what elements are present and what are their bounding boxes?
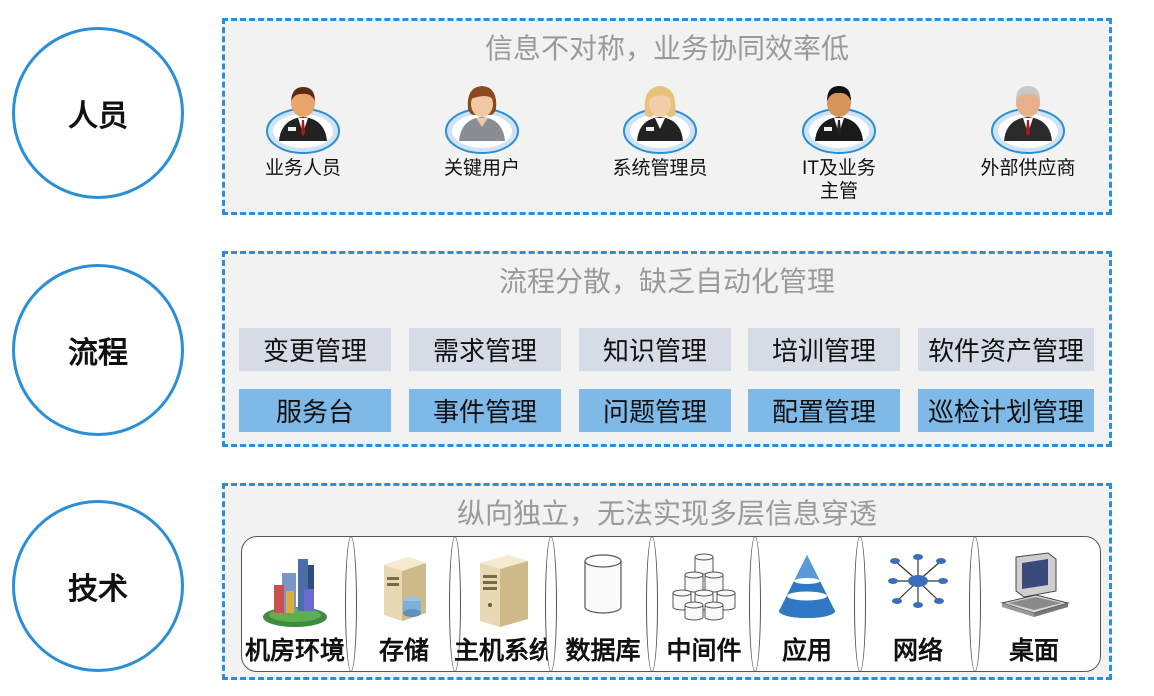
person-label: IT及业务主管 [802, 158, 876, 202]
person-key-user: 关键用户 [427, 75, 537, 180]
people-circle: 人员 [12, 27, 184, 199]
tech-label: 应用 [781, 637, 832, 665]
tech-label: 存储 [378, 637, 429, 665]
separator [345, 536, 357, 672]
tech-panel: 纵向独立，无法实现多层信息穿透 机房环境 [222, 483, 1112, 680]
manager-icon [802, 86, 876, 154]
people-panel-title: 信息不对称，业务协同效率低 [484, 33, 849, 64]
tech-item-database: 数据库 [557, 537, 649, 673]
tech-label: 桌面 [1008, 637, 1059, 665]
separator [646, 536, 658, 672]
process-panel-title: 流程分散，缺乏自动化管理 [498, 266, 835, 297]
tech-label: 主机系统 [453, 637, 554, 665]
tech-item-datacenter: 机房环境 [242, 537, 348, 673]
process-box-incident: 事件管理 [409, 389, 561, 432]
tech-item-storage: 存储 [357, 537, 451, 673]
process-box-inspection: 巡检计划管理 [918, 389, 1094, 432]
tech-panel-title: 纵向独立，无法实现多层信息穿透 [456, 498, 877, 529]
host-server-icon [480, 555, 528, 627]
desktop-computer-icon [1000, 552, 1070, 617]
network-topology-icon [888, 554, 948, 608]
person-business-staff: 业务人员 [248, 75, 358, 180]
process-box-change: 变更管理 [239, 328, 391, 371]
process-circle: 流程 [12, 264, 184, 436]
person-label: 系统管理员 [612, 158, 708, 179]
person-label: 关键用户 [443, 158, 520, 179]
tech-label: 中间件 [666, 637, 742, 665]
tech-label: 数据库 [565, 637, 641, 665]
storage-server-icon [384, 557, 426, 621]
tech-strip: 机房环境 存储 [241, 536, 1101, 672]
process-box-service-desk: 服务台 [239, 389, 391, 432]
tech-circle: 技术 [12, 500, 184, 672]
tech-item-host: 主机系统 [454, 537, 554, 673]
people-panel: 信息不对称，业务协同效率低 业务人员 关键用户 [222, 18, 1112, 215]
person-label: 业务人员 [264, 158, 341, 179]
people-label: 人员 [68, 100, 128, 133]
tech-label: 机房环境 [244, 637, 345, 665]
tech-label: 网络 [892, 637, 943, 665]
separator [545, 536, 557, 672]
person-sys-admin: 系统管理员 [605, 75, 715, 180]
tech-item-network: 网络 [866, 537, 970, 673]
person-it-manager: IT及业务主管 [784, 75, 894, 203]
businessman-icon [266, 87, 340, 154]
application-cone-icon [779, 555, 835, 618]
person-supplier: 外部供应商 [973, 75, 1083, 180]
process-box-problem: 问题管理 [579, 389, 731, 432]
person-label: 外部供应商 [980, 158, 1076, 179]
separator [854, 536, 866, 672]
process-box-demand: 需求管理 [409, 328, 561, 371]
middleware-cylinders-icon [672, 553, 736, 621]
process-box-knowledge: 知识管理 [579, 328, 731, 371]
separator [969, 536, 981, 672]
separator [749, 536, 761, 672]
process-box-configuration: 配置管理 [748, 389, 900, 432]
female-user-icon [445, 86, 519, 154]
process-box-software-asset: 软件资产管理 [918, 328, 1094, 371]
process-label: 流程 [68, 337, 128, 370]
datacenter-buildings-icon [263, 559, 327, 627]
tech-item-middleware: 中间件 [657, 537, 751, 673]
tech-label: 技术 [68, 573, 128, 606]
separator [449, 536, 461, 672]
senior-supplier-icon [991, 86, 1065, 154]
tech-item-application: 应用 [760, 537, 854, 673]
database-cylinder-icon [584, 554, 622, 614]
tech-item-desktop: 桌面 [982, 537, 1086, 673]
process-panel: 流程分散，缺乏自动化管理 变更管理 需求管理 知识管理 培训管理 软件资产管理 … [222, 251, 1112, 447]
female-admin-icon [623, 86, 697, 154]
process-box-training: 培训管理 [748, 328, 900, 371]
